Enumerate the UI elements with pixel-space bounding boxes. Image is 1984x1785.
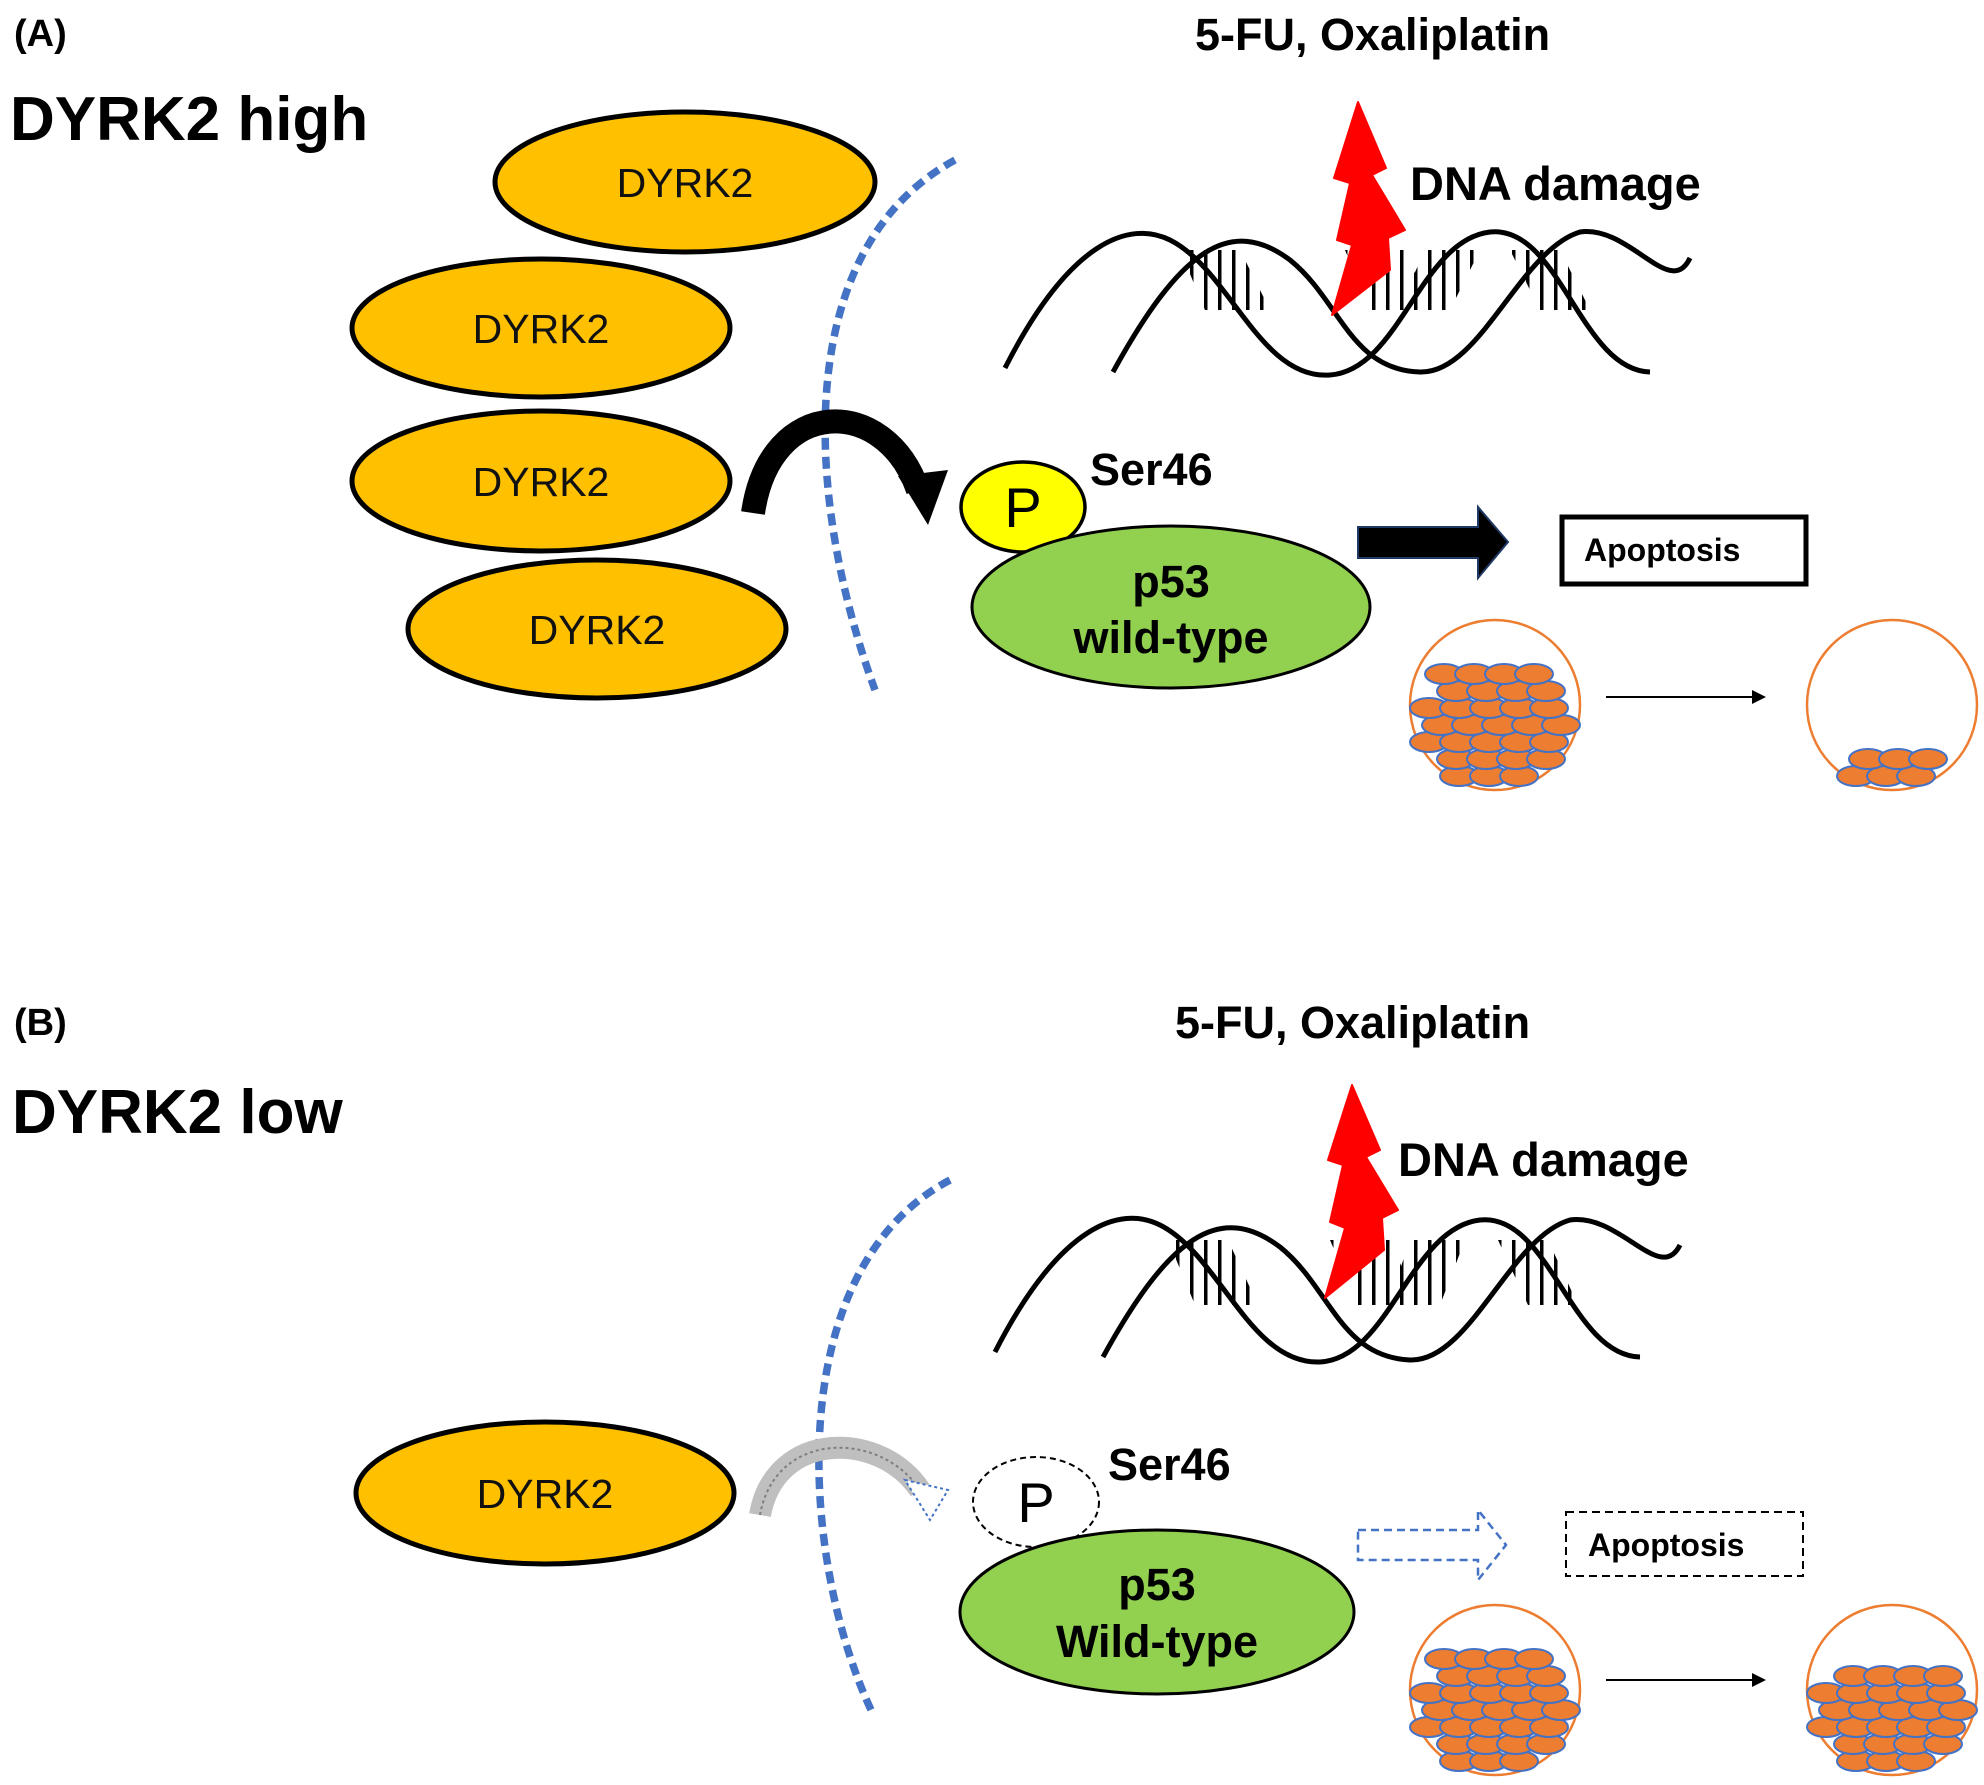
- cell-cluster: [1409, 1648, 1581, 1772]
- panel-b-block-arrow: [1356, 1506, 1508, 1584]
- panel-b-weak-phosphorylation-arrow: [749, 1436, 950, 1522]
- phospho-label: P: [1004, 476, 1041, 539]
- cell: [1908, 748, 1948, 770]
- panel-a-site-label: Ser46: [1090, 444, 1213, 495]
- panel-a-dyrk2-stack: DYRK2 DYRK2 DYRK2 DYRK2: [349, 109, 878, 701]
- cell-cluster: [1836, 748, 1948, 787]
- panel-a-lightning-icon: [1331, 101, 1406, 316]
- dyrk2-protein: DYRK2: [349, 256, 733, 400]
- dyrk2-protein: DYRK2: [405, 557, 789, 701]
- panel-a-dish-after: [1805, 618, 1979, 792]
- p53-label: p53: [1118, 1559, 1196, 1610]
- panel-b-dna-helix: [992, 1215, 1683, 1365]
- panel-b-membrane: [815, 1176, 952, 1714]
- panel-a-p53-protein: p53 wild-type: [970, 524, 1372, 690]
- panel-a-title: DYRK2 high: [10, 85, 368, 154]
- cell: [1514, 663, 1554, 685]
- cell: [1923, 1665, 1963, 1687]
- panel-a-membrane: [821, 156, 957, 692]
- dna-strand: [992, 1215, 1641, 1365]
- dyrk2-protein: DYRK2: [353, 1419, 737, 1567]
- dna-strand: [1100, 1217, 1683, 1363]
- panel-b-dish-after: [1805, 1603, 1979, 1777]
- panel-b-phospho-group: P: [972, 1456, 1100, 1548]
- panel-a-damage-label: DNA damage: [1410, 157, 1701, 210]
- apoptosis-label: Apoptosis: [1588, 1527, 1744, 1563]
- dyrk2-label: DYRK2: [617, 160, 754, 206]
- panel-b-lightning-icon: [1324, 1084, 1399, 1299]
- dna-rungs: [1498, 1240, 1578, 1305]
- panel-a-time-arrow: [1606, 690, 1766, 704]
- dyrk2-label: DYRK2: [473, 306, 610, 352]
- panel-b-title: DYRK2 low: [12, 1078, 343, 1147]
- panel-b-dish-before: [1408, 1603, 1582, 1777]
- panel-b-damage-label: DNA damage: [1398, 1133, 1689, 1186]
- cell-cluster: [1806, 1665, 1978, 1772]
- dna-strand: [1110, 229, 1693, 375]
- panel-a-phosphorylation-arrow: [741, 409, 948, 525]
- panel-a-drug-label: 5-FU, Oxaliplatin: [1195, 9, 1550, 60]
- dyrk2-label: DYRK2: [477, 1471, 614, 1517]
- apoptosis-label: Apoptosis: [1584, 532, 1740, 568]
- panel-a-dish-before: [1408, 618, 1582, 792]
- dyrk2-label: DYRK2: [529, 607, 666, 653]
- p53-type-label: wild-type: [1072, 612, 1268, 663]
- panel-a-block-arrow: [1357, 504, 1510, 581]
- p53-type-label: Wild-type: [1056, 1616, 1258, 1667]
- cell-cluster: [1409, 663, 1581, 787]
- p53-label: p53: [1132, 556, 1210, 607]
- panel-b: (B) DYRK2 low 5-FU, Oxaliplatin DNA dama…: [12, 997, 1979, 1777]
- dyrk2-label: DYRK2: [473, 459, 610, 505]
- panel-a-label: (A): [14, 13, 67, 55]
- dyrk2-protein: DYRK2: [492, 109, 878, 255]
- panel-b-p53-protein: p53 Wild-type: [958, 1528, 1356, 1696]
- panel-a-phospho-group: P: [959, 460, 1087, 554]
- phospho-label: P: [1017, 1471, 1054, 1534]
- dyrk2-protein: DYRK2: [349, 408, 733, 554]
- panel-a: (A) DYRK2 high 5-FU, Oxaliplatin DNA dam…: [10, 9, 1979, 792]
- cell: [1514, 1648, 1554, 1670]
- dna-rungs: [1388, 1240, 1465, 1305]
- panel-b-drug-label: 5-FU, Oxaliplatin: [1175, 997, 1530, 1048]
- panel-b-label: (B): [14, 1002, 67, 1044]
- dna-strand: [1002, 229, 1651, 378]
- panel-a-apoptosis-box: Apoptosis: [1559, 514, 1809, 587]
- panel-b-time-arrow: [1606, 1673, 1766, 1687]
- panel-b-site-label: Ser46: [1108, 1439, 1231, 1490]
- panel-b-apoptosis-box: Apoptosis: [1565, 1511, 1804, 1577]
